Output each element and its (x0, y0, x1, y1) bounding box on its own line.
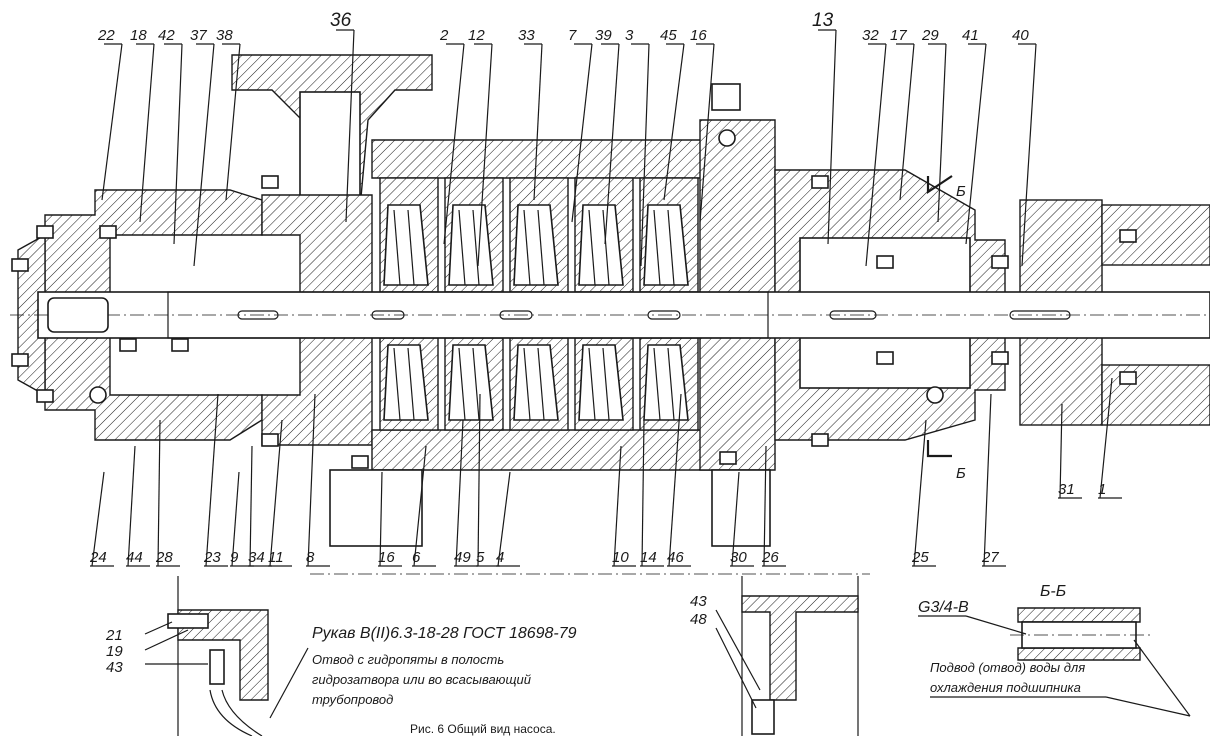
part-label-top: 33 (518, 27, 535, 44)
part-label-bottom: 8 (306, 549, 315, 566)
notes: Рукав В(II)6.3-18-28 ГОСТ 18698-79 Отвод… (269, 625, 577, 736)
part-label-bottom: 23 (203, 549, 221, 566)
part-label-bottom: 25 (911, 549, 929, 566)
part-label-bottom: 6 (412, 549, 421, 566)
part-label-top: 18 (130, 27, 147, 44)
section-mark: Б (956, 183, 966, 200)
part-label-top: 7 (568, 27, 577, 44)
section-view: Б-Б G3/4-B Подвод (отвод) воды для охлаж… (918, 583, 1191, 717)
part-label-bottom: 34 (248, 549, 265, 566)
thread-label: G3/4-B (918, 599, 969, 616)
section-view-title: Б-Б (1040, 583, 1066, 600)
part-label-bottom: 4 (496, 549, 504, 566)
part-label-top: 12 (468, 27, 485, 44)
part-label-top: 41 (962, 27, 979, 44)
drain-note-line: Отвод с гидропяты в полость (312, 652, 504, 667)
part-label-top: 37 (190, 27, 207, 44)
figure-caption: Рис. 6 Общий вид насоса. (410, 722, 556, 736)
part-label-top: 17 (890, 27, 907, 44)
detail-mid: 43 48 (690, 576, 859, 736)
section-mark: Б (956, 465, 966, 482)
part-label-bottom: 1 (1098, 481, 1106, 498)
part-label-bottom: 27 (981, 549, 999, 566)
section-marks: Б Б (926, 175, 966, 482)
part-label-bottom: 16 (378, 549, 395, 566)
part-label-top: 16 (690, 27, 707, 44)
fastening-bolts (11, 175, 1137, 469)
part-label-top: 29 (921, 27, 939, 44)
part-label-top: 40 (1012, 27, 1029, 44)
detail-label: 21 (105, 627, 123, 644)
pump-shaft (10, 291, 1210, 339)
part-label-bottom: 28 (155, 549, 173, 566)
detail-label: 19 (106, 643, 123, 660)
part-label-top: 2 (439, 27, 449, 44)
detail-label: 43 (106, 659, 123, 676)
part-label-bottom: 24 (89, 549, 107, 566)
part-label-top: 38 (216, 27, 233, 44)
part-label-top: 45 (660, 27, 677, 44)
part-labels-top: 22 18 42 37 38 36 2 12 33 7 39 3 45 16 13 32 17 29 41 40 (97, 10, 1029, 44)
part-label-bottom: 49 (454, 549, 471, 566)
part-label-top: 13 (812, 10, 834, 31)
drain-note-line: трубопровод (312, 692, 393, 707)
part-label-bottom: 9 (230, 549, 239, 566)
part-label-top: 22 (97, 27, 115, 44)
part-label-bottom: 5 (476, 549, 485, 566)
part-label-bottom: 10 (612, 549, 629, 566)
cooling-note-line: охлаждения подшипника (930, 680, 1081, 695)
part-label-bottom: 46 (667, 549, 684, 566)
hose-spec: Рукав В(II)6.3-18-28 ГОСТ 18698-79 (312, 625, 577, 642)
part-label-bottom: 14 (640, 549, 657, 566)
cooling-note-line: Подвод (отвод) воды для (930, 660, 1085, 675)
detail-label: 48 (690, 611, 707, 628)
impeller-stages (379, 177, 699, 431)
part-label-top: 32 (862, 27, 879, 44)
part-label-bottom: 44 (126, 549, 143, 566)
part-label-top: 42 (158, 27, 175, 44)
part-label-top: 36 (330, 10, 352, 31)
part-label-bottom: 30 (730, 549, 747, 566)
detail-label: 43 (690, 593, 707, 610)
part-label-top: 39 (595, 27, 612, 44)
part-label-top: 3 (625, 27, 634, 44)
drain-note-line: гидрозатвора или во всасывающий (312, 672, 531, 687)
detail-left: 21 19 43 (105, 576, 269, 736)
part-label-bottom: 31 (1058, 481, 1075, 498)
part-label-bottom: 26 (761, 549, 779, 566)
leader-lines (90, 29, 1122, 567)
part-label-bottom: 11 (268, 549, 284, 566)
